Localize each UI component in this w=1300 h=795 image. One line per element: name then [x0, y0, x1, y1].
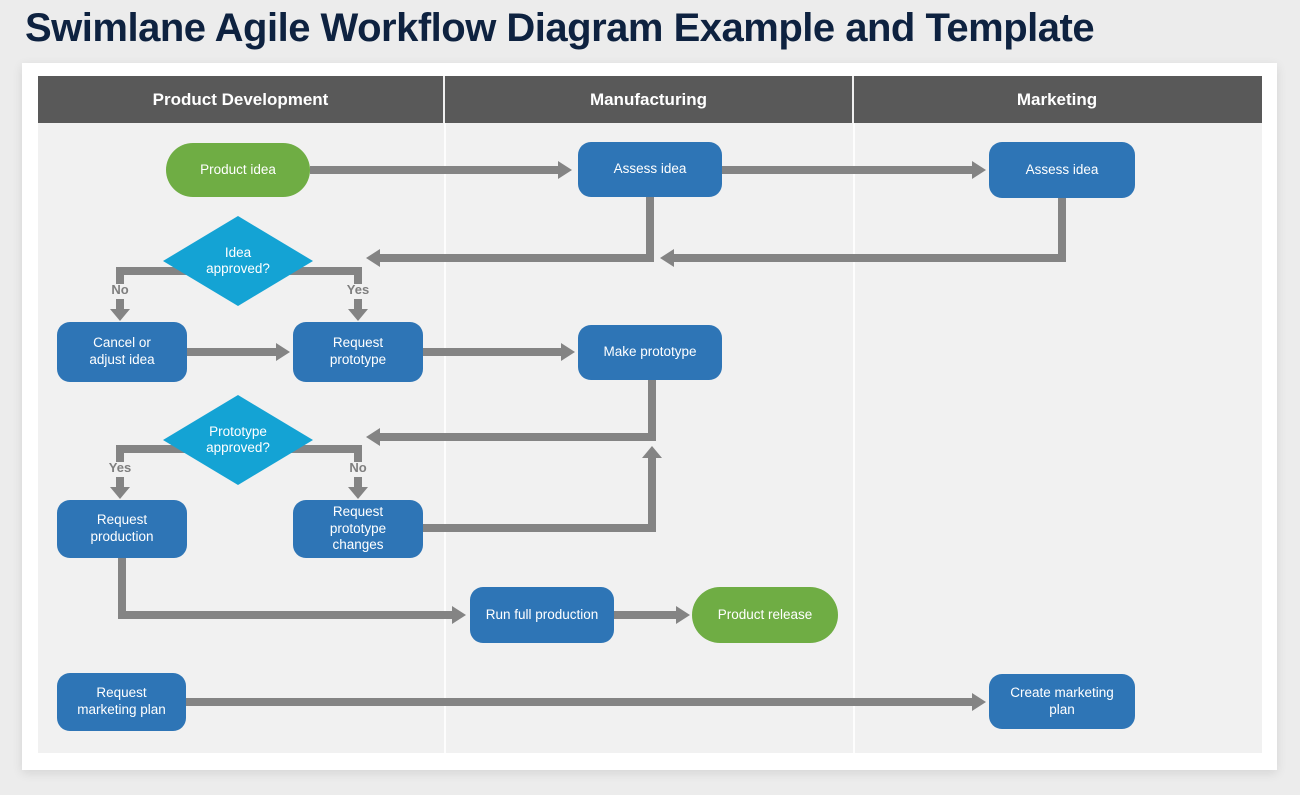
arrow-shaft: [380, 254, 654, 262]
arrow-shaft: [674, 254, 1062, 262]
node-label: Make prototype: [603, 344, 697, 360]
node-assess-idea-marketing: Assess idea: [989, 142, 1135, 198]
arrow-shaft: [648, 380, 656, 441]
node-label: Cancel or adjust idea: [89, 335, 155, 367]
arrowhead-right-icon: [972, 693, 986, 711]
page-title: Swimlane Agile Workflow Diagram Example …: [25, 6, 1095, 50]
node-request-prototype: Request prototype: [293, 322, 423, 382]
arrowhead-down-icon: [348, 309, 368, 321]
arrow-shaft: [614, 611, 676, 619]
arrowhead-left-icon: [660, 249, 674, 267]
arrow-shaft: [722, 166, 972, 174]
branch-label-prototype-yes: Yes: [108, 460, 132, 475]
arrow-shaft: [116, 477, 124, 487]
lane-header-row: Product Development Manufacturing Market…: [38, 76, 1262, 123]
arrow-shaft: [380, 433, 656, 441]
node-label: Prototype approved?: [206, 424, 270, 455]
node-create-marketing-plan: Create marketing plan: [989, 674, 1135, 729]
arrow-shaft: [354, 445, 362, 462]
node-run-full-production: Run full production: [470, 587, 614, 643]
arrow-shaft: [423, 524, 656, 532]
lane-header-marketing: Marketing: [1016, 89, 1098, 109]
node-request-prototype-changes: Request prototype changes: [293, 500, 423, 558]
node-label: Request production: [90, 512, 154, 544]
arrow-shaft: [118, 558, 126, 619]
arrow-shaft: [116, 445, 124, 462]
branch-label-idea-yes: Yes: [346, 282, 370, 297]
node-label: Assess idea: [1025, 161, 1099, 177]
arrow-shaft: [354, 299, 362, 309]
node-label: Run full production: [485, 606, 599, 622]
lane-divider-2: [853, 123, 855, 753]
arrowhead-right-icon: [558, 161, 572, 179]
node-request-marketing-plan: Request marketing plan: [57, 673, 186, 731]
arrowhead-down-icon: [110, 487, 130, 499]
arrow-shaft: [187, 348, 276, 356]
arrow-shaft: [648, 458, 656, 532]
node-label: Request prototype changes: [329, 503, 387, 553]
node-product-release: Product release: [692, 587, 838, 643]
arrow-shaft: [354, 267, 362, 284]
arrowhead-up-icon: [642, 446, 662, 458]
arrowhead-right-icon: [452, 606, 466, 624]
node-label: Create marketing plan: [1010, 684, 1114, 717]
arrowhead-right-icon: [972, 161, 986, 179]
node-label: Product release: [717, 606, 813, 622]
arrow-shaft: [354, 477, 362, 487]
arrow-shaft: [116, 299, 124, 309]
arrowhead-left-icon: [366, 249, 380, 267]
node-request-production: Request production: [57, 500, 187, 558]
node-make-prototype: Make prototype: [578, 325, 722, 380]
arrow-shaft: [1058, 198, 1066, 262]
arrow-shaft: [186, 698, 972, 706]
node-label: Request prototype: [329, 335, 387, 367]
arrowhead-right-icon: [676, 606, 690, 624]
node-assess-idea-manufacturing: Assess idea: [578, 142, 722, 197]
arrow-shaft: [646, 197, 654, 262]
node-cancel-or-adjust-idea: Cancel or adjust idea: [57, 322, 187, 382]
lane-header-manufacturing: Manufacturing: [445, 76, 854, 123]
branch-label-idea-no: No: [111, 282, 129, 297]
arrow-shaft: [423, 348, 561, 356]
arrowhead-down-icon: [348, 487, 368, 499]
arrow-shaft: [118, 611, 452, 619]
node-label: Idea approved?: [206, 245, 270, 276]
arrowhead-down-icon: [110, 309, 130, 321]
arrow-shaft: [310, 166, 558, 174]
lane-header-product-development: Product Development: [38, 76, 445, 123]
arrowhead-left-icon: [366, 428, 380, 446]
arrowhead-right-icon: [276, 343, 290, 361]
node-product-idea: Product idea: [166, 143, 310, 197]
arrowhead-right-icon: [561, 343, 575, 361]
arrow-shaft: [116, 267, 124, 284]
node-label: Request marketing plan: [77, 685, 166, 717]
node-label: Assess idea: [613, 161, 687, 177]
branch-label-prototype-no: No: [349, 460, 367, 475]
node-label: Product idea: [200, 161, 276, 177]
